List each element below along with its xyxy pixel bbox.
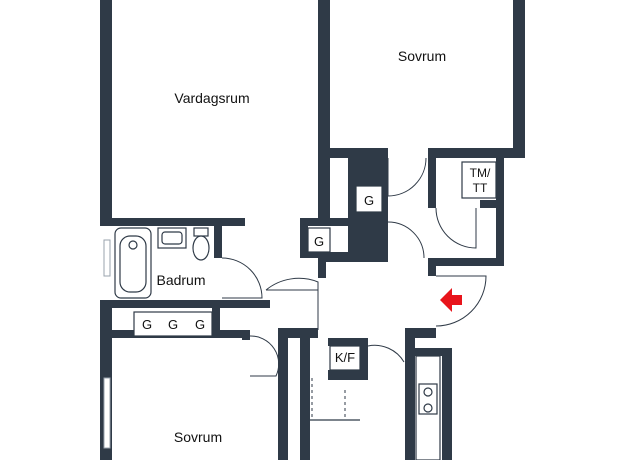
closet-label-g-row-2: G — [168, 317, 178, 332]
room-label-sovrum-bottom: Sovrum — [174, 429, 222, 445]
closet-label-tm-line1: TM/ — [470, 166, 491, 180]
closet-label-g-row-1: G — [142, 317, 152, 332]
closet-label-g-upper: G — [364, 193, 374, 208]
room-label-badrum: Badrum — [156, 272, 205, 288]
door-swings — [221, 157, 487, 377]
room-label-sovrum-top: Sovrum — [398, 48, 446, 64]
room-label-vardagsrum: Vardagsrum — [174, 90, 249, 106]
closet-label-g-small: G — [314, 234, 324, 249]
closet-boxes — [133, 161, 497, 371]
entrance-arrow-icon — [440, 288, 462, 312]
kitchen-fixtures — [310, 355, 441, 460]
closet-label-tm-line2: TT — [473, 181, 488, 195]
windows — [103, 239, 111, 449]
closet-label-g-row-3: G — [195, 317, 205, 332]
bathroom-fixtures — [114, 227, 210, 299]
walls — [100, 0, 525, 460]
closet-label-kf: K/F — [335, 350, 355, 365]
